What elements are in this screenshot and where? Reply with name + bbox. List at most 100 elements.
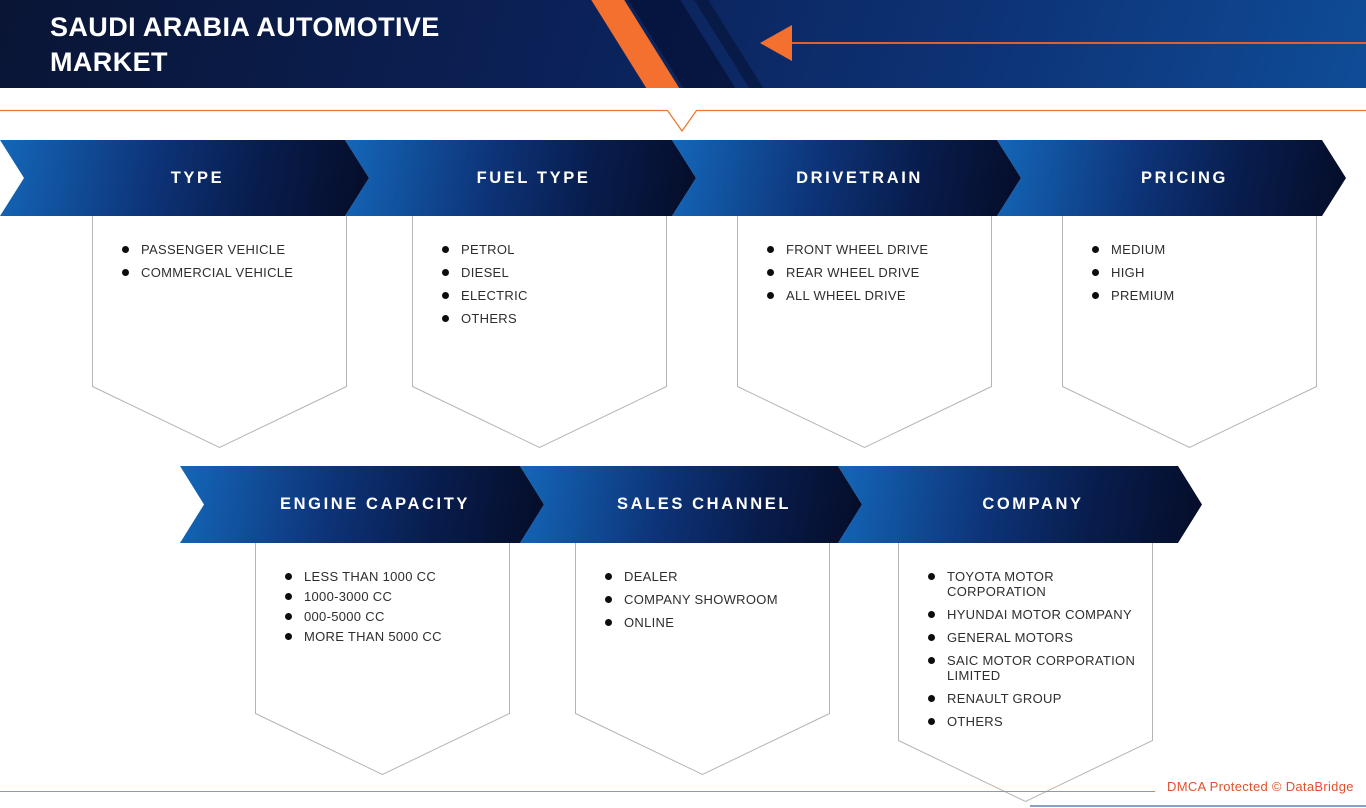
bullet-icon <box>928 718 935 725</box>
segment-banner-pricing: PRICING <box>997 140 1346 216</box>
list-item: TOYOTA MOTOR CORPORATION <box>928 569 1137 599</box>
list-item: FRONT WHEEL DRIVE <box>767 242 976 257</box>
segment-box-pricing: MEDIUM HIGH PREMIUM <box>1062 216 1317 449</box>
bullet-icon <box>442 269 449 276</box>
bullet-icon <box>122 269 129 276</box>
bullet-icon <box>767 292 774 299</box>
bullet-icon <box>767 269 774 276</box>
segment-list-type: PASSENGER VEHICLE COMMERCIAL VEHICLE <box>92 216 347 280</box>
list-item-label: GENERAL MOTORS <box>947 630 1074 645</box>
bullet-icon <box>442 315 449 322</box>
segment-banner-company: COMPANY <box>838 466 1202 543</box>
segment-box-type: PASSENGER VEHICLE COMMERCIAL VEHICLE <box>92 216 347 449</box>
list-item: HYUNDAI MOTOR COMPANY <box>928 607 1137 622</box>
segment-box-company: TOYOTA MOTOR CORPORATION HYUNDAI MOTOR CO… <box>898 543 1153 803</box>
box-outline <box>255 543 510 776</box>
segment-banner-type: TYPE <box>0 140 369 216</box>
list-item-label: TOYOTA MOTOR CORPORATION <box>947 569 1054 599</box>
list-item: LESS THAN 1000 CC <box>285 569 494 584</box>
list-item: OTHERS <box>442 311 651 326</box>
bullet-icon <box>928 611 935 618</box>
banner-label: DRIVETRAIN <box>796 168 923 187</box>
list-item-label: ALL WHEEL DRIVE <box>786 288 906 303</box>
list-item-label: PREMIUM <box>1111 288 1175 303</box>
segment-list-fuel-type: PETROL DIESEL ELECTRIC OTHERS <box>412 216 667 326</box>
box-outline <box>575 543 830 776</box>
segment-banner-engine-capacity: ENGINE CAPACITY <box>180 466 544 543</box>
segment-list-pricing: MEDIUM HIGH PREMIUM <box>1062 216 1317 303</box>
bottom-blue-line <box>1030 805 1366 807</box>
list-item-label: OTHERS <box>947 714 1003 729</box>
arrow-line-decoration <box>790 42 1366 44</box>
segment-banner-drivetrain: DRIVETRAIN <box>672 140 1021 216</box>
arrow-left-icon <box>760 25 792 61</box>
list-item-label: HYUNDAI MOTOR COMPANY <box>947 607 1132 622</box>
list-item-label: SAIC MOTOR CORPORATION LIMITED <box>947 653 1136 683</box>
bullet-icon <box>605 596 612 603</box>
segment-list-engine-capacity: LESS THAN 1000 CC 1000-3000 CC 000-5000 CC… <box>255 543 510 644</box>
banner-label: ENGINE CAPACITY <box>280 495 470 513</box>
list-item-label: COMMERCIAL VEHICLE <box>141 265 294 280</box>
banner-label: PRICING <box>1141 168 1228 187</box>
list-item-label: LESS THAN 1000 CC <box>304 569 437 584</box>
bullet-icon <box>1092 246 1099 253</box>
bullet-icon <box>285 573 292 580</box>
list-item: DIESEL <box>442 265 651 280</box>
list-item: ONLINE <box>605 615 814 630</box>
list-item-label: HIGH <box>1111 265 1145 280</box>
bullet-icon <box>442 292 449 299</box>
list-item: HIGH <box>1092 265 1301 280</box>
list-item-label: RENAULT GROUP <box>947 691 1062 706</box>
bullet-icon <box>285 633 292 640</box>
bullet-icon <box>928 657 935 664</box>
segment-banner-fuel-type: FUEL TYPE <box>345 140 696 216</box>
page-title: SAUDI ARABIA AUTOMOTIVE MARKET <box>50 10 440 80</box>
list-item-label: ELECTRIC <box>461 288 528 303</box>
list-item-label: MEDIUM <box>1111 242 1166 257</box>
list-item: MORE THAN 5000 CC <box>285 629 494 644</box>
bullet-icon <box>928 634 935 641</box>
list-item-label: COMPANY SHOWROOM <box>624 592 778 607</box>
list-item-label: DEALER <box>624 569 678 584</box>
bullet-icon <box>285 593 292 600</box>
list-item-label: PASSENGER VEHICLE <box>141 242 286 257</box>
list-item: SAIC MOTOR CORPORATION LIMITED <box>928 653 1137 683</box>
box-outline <box>412 216 667 449</box>
box-outline <box>92 216 347 449</box>
segment-list-sales-channel: DEALER COMPANY SHOWROOM ONLINE <box>575 543 830 630</box>
list-item: 000-5000 CC <box>285 609 494 624</box>
segment-banner-sales-channel: SALES CHANNEL <box>520 466 862 543</box>
segment-list-company: TOYOTA MOTOR CORPORATION HYUNDAI MOTOR CO… <box>898 543 1153 729</box>
banner-label: SALES CHANNEL <box>616 495 792 513</box>
list-item-label: 000-5000 CC <box>304 609 385 624</box>
box-outline <box>1062 216 1317 449</box>
footer-hairline <box>0 791 1155 792</box>
bullet-icon <box>767 246 774 253</box>
box-outline <box>737 216 992 449</box>
notch-divider <box>0 109 1366 133</box>
bullet-icon <box>928 695 935 702</box>
bullet-icon <box>122 246 129 253</box>
dmca-protected-label: DMCA Protected © DataBridge <box>1167 779 1354 794</box>
list-item-label: FRONT WHEEL DRIVE <box>786 242 929 257</box>
list-item: PASSENGER VEHICLE <box>122 242 331 257</box>
list-item: ELECTRIC <box>442 288 651 303</box>
list-item: 1000-3000 CC <box>285 589 494 604</box>
list-item-label: ONLINE <box>624 615 675 630</box>
list-item: ALL WHEEL DRIVE <box>767 288 976 303</box>
page-title-line2: MARKET <box>50 47 168 77</box>
list-item-label: MORE THAN 5000 CC <box>304 629 442 644</box>
list-item-label: PETROL <box>461 242 515 257</box>
bullet-icon <box>285 613 292 620</box>
list-item: PREMIUM <box>1092 288 1301 303</box>
list-item: DEALER <box>605 569 814 584</box>
segment-box-engine-capacity: LESS THAN 1000 CC 1000-3000 CC 000-5000 CC… <box>255 543 510 776</box>
list-item: GENERAL MOTORS <box>928 630 1137 645</box>
segment-box-sales-channel: DEALER COMPANY SHOWROOM ONLINE <box>575 543 830 776</box>
segment-box-fuel-type: PETROL DIESEL ELECTRIC OTHERS <box>412 216 667 449</box>
list-item-label: 1000-3000 CC <box>304 589 393 604</box>
list-item: REAR WHEEL DRIVE <box>767 265 976 280</box>
box-outline <box>898 543 1153 803</box>
banner-label: TYPE <box>170 168 225 187</box>
